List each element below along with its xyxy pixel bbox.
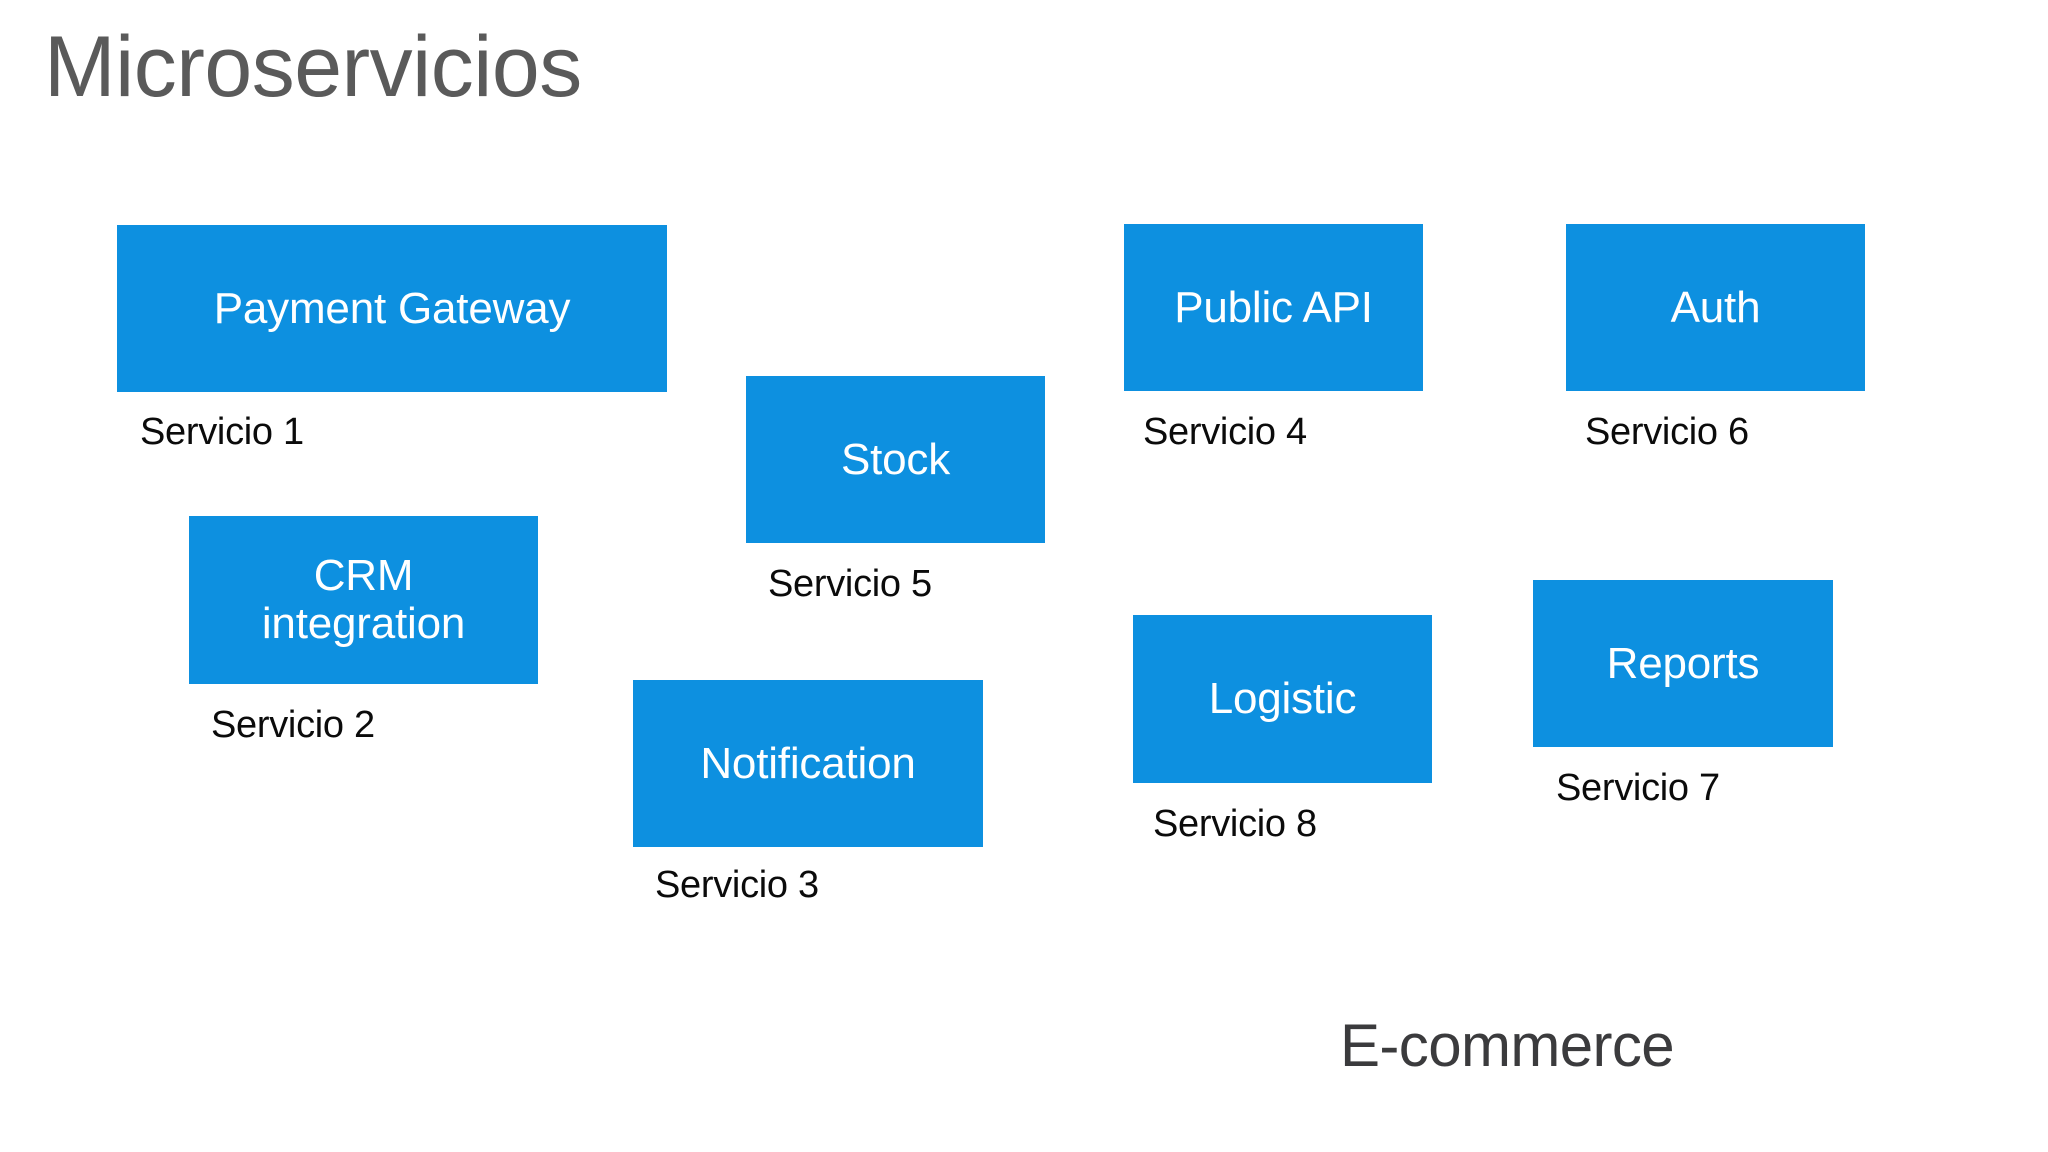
- service-caption: Servicio 2: [211, 704, 375, 746]
- service-box-label: Payment Gateway: [213, 283, 571, 333]
- service-box[interactable]: Stock: [746, 376, 1045, 543]
- page-title: Microservicios: [44, 19, 582, 115]
- service-caption: Servicio 4: [1143, 411, 1307, 453]
- service-caption: Servicio 5: [768, 563, 932, 605]
- service-box[interactable]: Public API: [1124, 224, 1423, 391]
- service-box-label: Notification: [700, 738, 916, 788]
- service-box-label: Auth: [1670, 282, 1761, 332]
- service-box[interactable]: CRM integration: [189, 516, 538, 684]
- service-box[interactable]: Auth: [1566, 224, 1865, 391]
- service-caption: Servicio 3: [655, 864, 819, 906]
- group-label: E-commerce: [1340, 1012, 1675, 1079]
- service-box-label: CRM integration: [261, 551, 466, 648]
- service-box[interactable]: Logistic: [1133, 615, 1432, 783]
- service-box-label: Stock: [840, 434, 951, 484]
- service-box-label: Reports: [1606, 638, 1760, 688]
- service-caption: Servicio 1: [140, 411, 304, 453]
- service-box-label: Logistic: [1208, 674, 1357, 724]
- service-caption: Servicio 8: [1153, 803, 1317, 845]
- service-box[interactable]: Payment Gateway: [117, 225, 667, 392]
- service-box-label: Public API: [1174, 282, 1373, 332]
- service-caption: Servicio 6: [1585, 411, 1749, 453]
- service-box[interactable]: Notification: [633, 680, 983, 847]
- service-box[interactable]: Reports: [1533, 580, 1833, 747]
- service-caption: Servicio 7: [1556, 767, 1720, 809]
